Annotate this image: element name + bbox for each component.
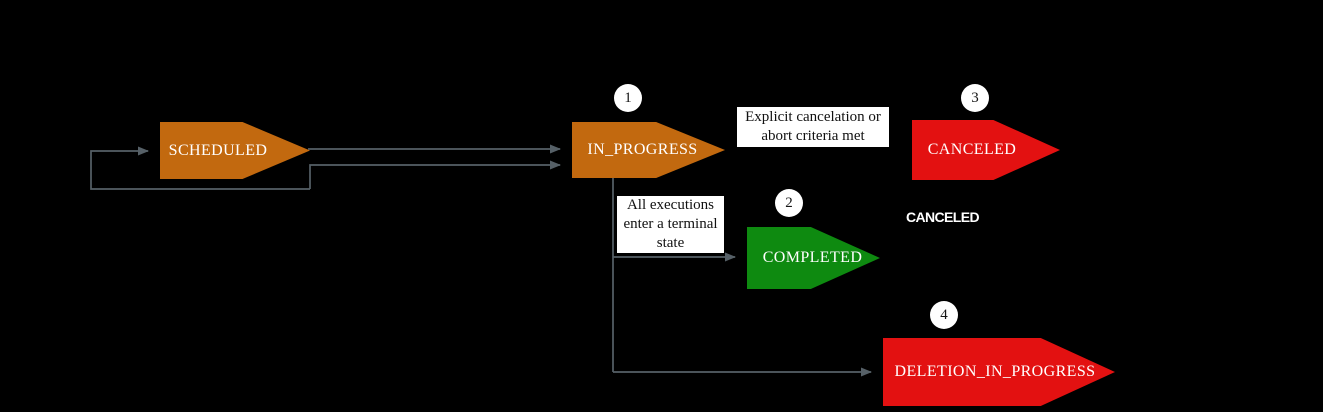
step-badge-1: 1 (614, 84, 642, 112)
state-label-scheduled: SCHEDULED (168, 141, 268, 159)
state-label-in-progress: IN_PROGRESS (587, 141, 698, 158)
step-badge-3: 3 (961, 84, 989, 112)
floating-canceled-label: CANCELED (906, 209, 980, 225)
state-label-deletion-in-progress: DELETION_IN_PROGRESS (894, 363, 1096, 380)
edge-loop-into-scheduled (90, 146, 310, 190)
state-label-canceled: CANCELED (927, 141, 1017, 158)
edge-label-cancel-reason: Explicit cancelation or abort criteria m… (737, 107, 889, 147)
state-label-completed: COMPLETED (762, 249, 863, 266)
edge-loop-into-in-progress (309, 160, 561, 189)
edge-label-terminal-reason: All executions enter a terminal state (617, 196, 724, 253)
step-badge-4: 4 (930, 301, 958, 329)
step-badge-2: 2 (775, 189, 803, 217)
